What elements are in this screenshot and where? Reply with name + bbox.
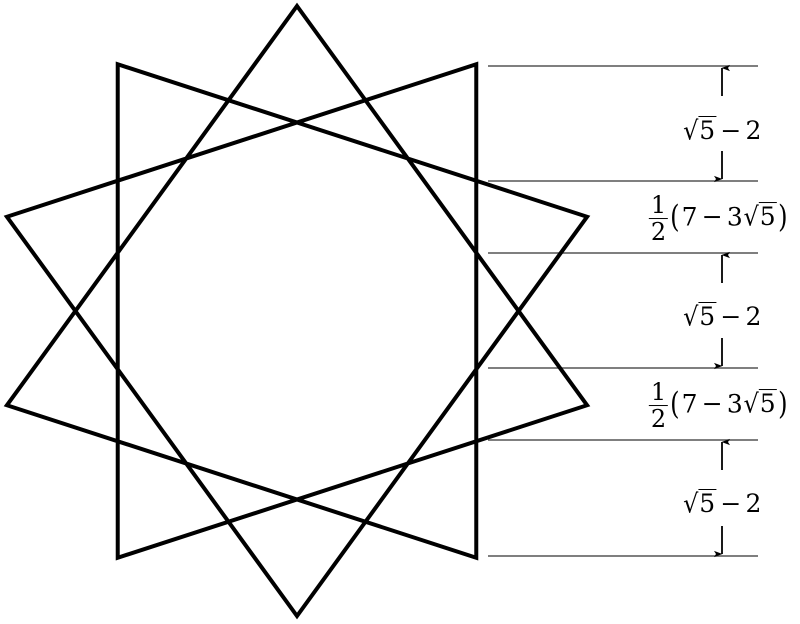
minus-sign: −: [720, 116, 742, 145]
minus-sign: −: [701, 202, 723, 232]
fraction-numerator: 1: [648, 377, 669, 406]
offset-value: 2: [745, 116, 762, 145]
seven-term: 7: [681, 202, 698, 232]
offset-value: 2: [745, 302, 762, 331]
guide-line-layer: [488, 64, 758, 558]
radicand-value: 5: [698, 489, 717, 518]
left-paren: (: [670, 386, 681, 423]
radical-expression: √5: [682, 489, 717, 520]
radical-expression: √5: [743, 202, 777, 233]
radical-sign: √: [743, 390, 760, 420]
fraction-numerator: 1: [648, 190, 669, 219]
radical-sign: √: [683, 489, 699, 520]
radicand-value: 5: [698, 116, 717, 145]
star-path: [3, 2, 591, 620]
measurement-label-band-5: √5−2: [682, 489, 762, 520]
measurement-label-band-1: √5−2: [682, 116, 762, 147]
right-paren: ): [778, 386, 788, 423]
left-paren: (: [670, 199, 681, 236]
coefficient-three: 3: [726, 389, 743, 419]
radical-expression: √5: [682, 116, 717, 147]
radicand-value: 5: [758, 202, 777, 232]
star-polygon-layer: [3, 2, 591, 620]
radicand-value: 5: [698, 302, 717, 331]
offset-value: 2: [745, 489, 762, 518]
minus-sign: −: [720, 489, 742, 518]
radical-expression: √5: [682, 302, 717, 333]
coefficient-three: 3: [726, 202, 743, 232]
seven-term: 7: [681, 389, 698, 419]
minus-sign: −: [720, 302, 742, 331]
fraction-denominator: 2: [650, 218, 667, 246]
radical-sign: √: [743, 203, 760, 233]
radical-expression: √5: [743, 389, 777, 420]
minus-sign: −: [701, 389, 723, 419]
measurement-label-band-3: √5−2: [682, 302, 762, 333]
fraction-denominator: 2: [650, 405, 667, 433]
radical-sign: √: [683, 116, 699, 147]
radical-sign: √: [683, 302, 699, 333]
right-paren: ): [778, 199, 788, 236]
radicand-value: 5: [758, 389, 777, 419]
